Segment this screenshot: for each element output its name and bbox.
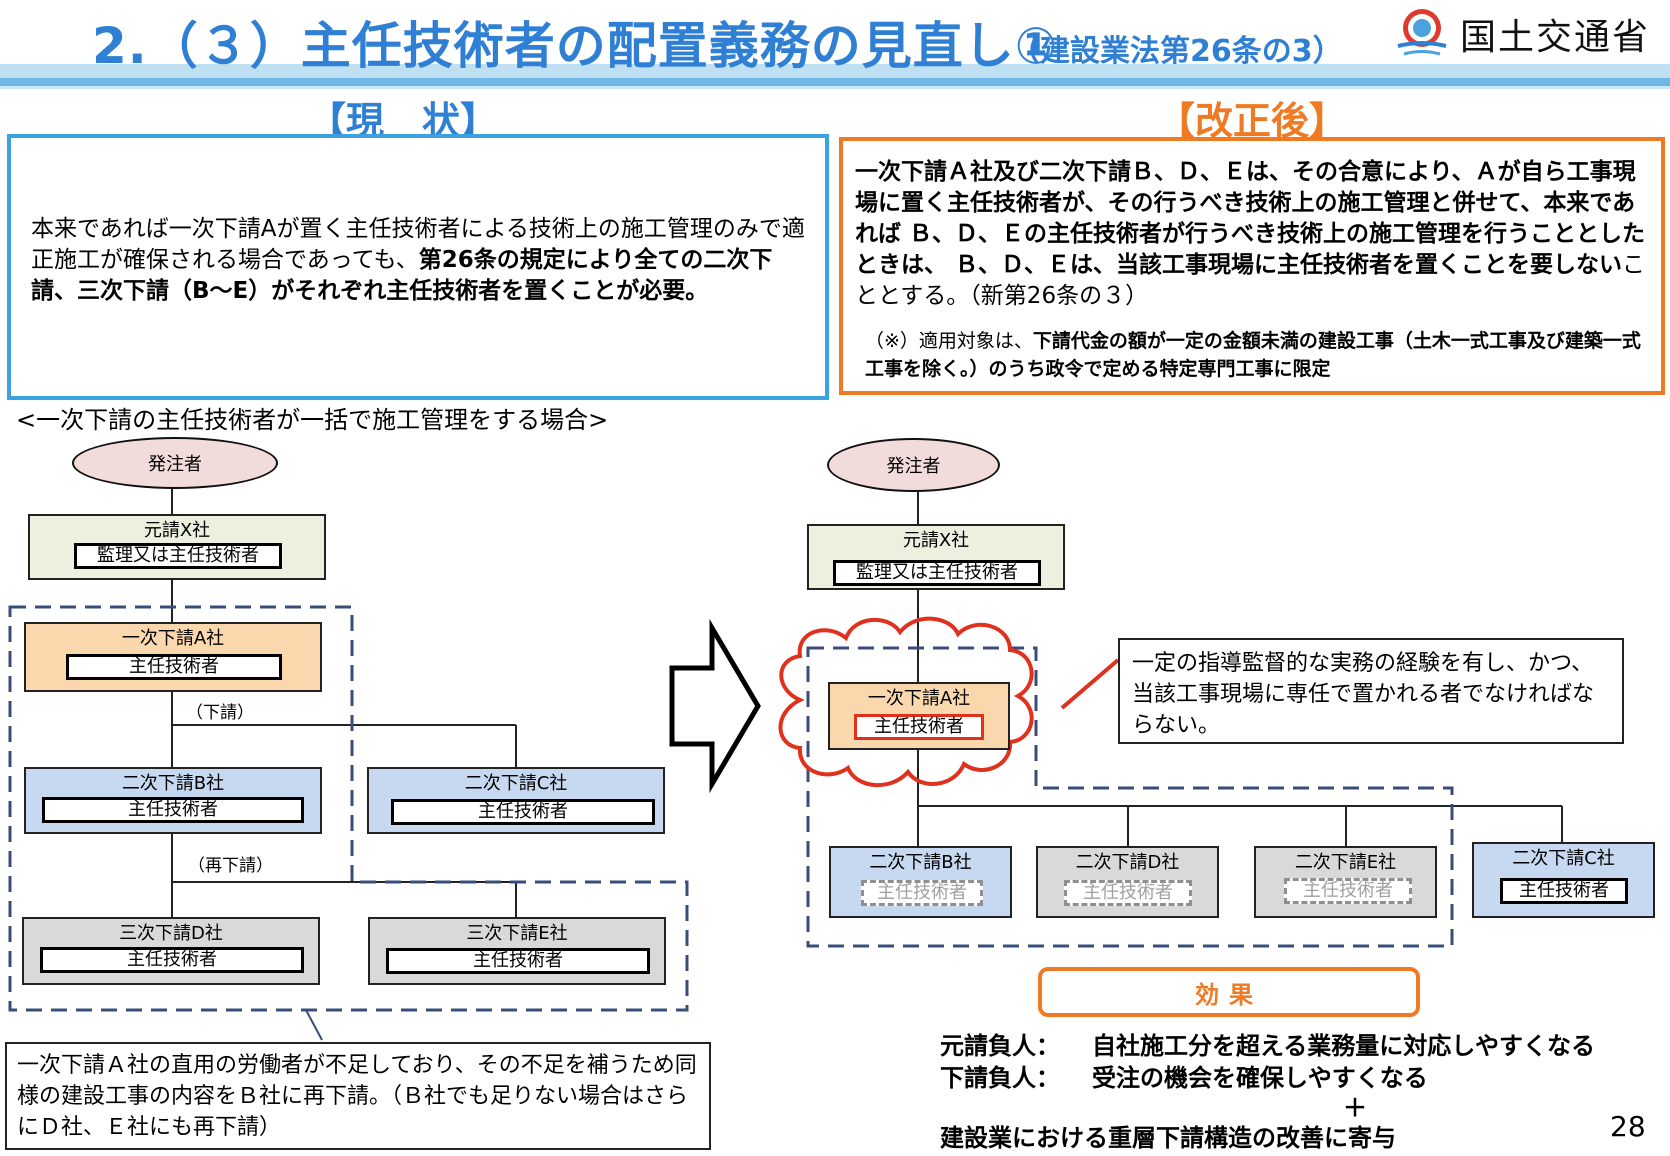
effect-heading: 効果 xyxy=(1038,967,1420,1017)
third-tier-e-label: 三次下請E社 xyxy=(466,923,568,944)
second-tier-b-role-box-exempt: 主任技術者 xyxy=(861,880,983,906)
second-tier-d-role-box-exempt: 主任技術者 xyxy=(1064,880,1192,906)
note-prefix: （※）適用対象は、 xyxy=(865,330,1033,352)
header-band-light xyxy=(0,64,1670,78)
page-title: 2.（３）主任技術者の配置義務の見直し① xyxy=(92,17,1059,75)
prime-contractor-label-after: 元請X社 xyxy=(902,530,970,551)
second-tier-b-node-after: 二次下請B社 主任技術者 xyxy=(829,846,1012,918)
dashed-region-after xyxy=(806,646,1454,948)
second-tier-c-label: 二次下請C社 xyxy=(464,773,568,794)
current-situation-panel: 本来であれば一次下請Aが置く主任技術者による技術上の施工管理のみで適正施工が確保… xyxy=(7,134,829,400)
first-tier-a-label: 一次下請A社 xyxy=(121,628,225,649)
prime-role-box-after: 監理又は主任技術者 xyxy=(833,560,1041,586)
effect-row3-text: 建設業における重層下請構造の改善に寄与 xyxy=(940,1124,1396,1152)
subcontract-reason-note: 一次下請Ａ社の直用の労働者が不足しており、その不足を補うため同様の建設工事の内容… xyxy=(5,1042,711,1150)
second-tier-b-label: 二次下請B社 xyxy=(121,773,225,794)
note-bold: 下請代金の額が一定の金額未満の建設工事（土木一式工事及び建築一式工事を除く。）の… xyxy=(865,330,1641,380)
after-text-normal: こととする。（新第26条の３） xyxy=(855,252,1646,309)
second-tier-e-node-after: 二次下請E社 主任技術者 xyxy=(1254,846,1437,918)
owner-node-current: 発注者 xyxy=(72,437,278,489)
owner-node-after: 発注者 xyxy=(827,438,1000,492)
first-tier-a-role-box: 主任技術者 xyxy=(66,654,282,680)
second-tier-d-node-after: 二次下請D社 主任技術者 xyxy=(1036,846,1219,918)
second-tier-b-node-current: 二次下請B社 主任技術者 xyxy=(24,767,322,834)
second-tier-e-label-after: 二次下請E社 xyxy=(1294,852,1397,873)
after-section-label: 【改正後】 xyxy=(1157,99,1348,143)
effect-row1-text: 自社施工分を超える業務量に対応しやすくなる xyxy=(1092,1032,1596,1060)
second-tier-c-role-box: 主任技術者 xyxy=(391,799,655,825)
second-tier-d-label-after: 二次下請D社 xyxy=(1075,852,1180,873)
cloud-callout-line xyxy=(1060,658,1120,710)
second-tier-c-node-after: 二次下請C社 主任技術者 xyxy=(1472,842,1655,918)
second-tier-e-role-box-exempt: 主任技術者 xyxy=(1284,878,1412,904)
applicability-note: （※）適用対象は、下請代金の額が一定の金額未満の建設工事（土木一式工事及び建築一… xyxy=(865,327,1655,383)
current-description: 本来であれば一次下請Aが置く主任技術者による技術上の施工管理のみで適正施工が確保… xyxy=(31,214,811,307)
callout-pointer-line xyxy=(305,1009,323,1041)
first-tier-a-node-current: 一次下請A社 主任技術者 xyxy=(24,622,322,692)
second-tier-b-label-after: 二次下請B社 xyxy=(869,852,972,873)
page-number: 28 xyxy=(1610,1110,1646,1143)
re-subcontract-label: （再下請） xyxy=(188,856,273,876)
highlight-cloud xyxy=(778,616,1034,787)
after-text-bold: 一次下請Ａ社及び二次下請Ｂ、Ｄ、Ｅは、その合意により、Ａが自ら工事現場に置く主任… xyxy=(855,159,1646,278)
header-band-pale xyxy=(0,86,1670,89)
qualification-condition-box: 一定の指導監督的な実務の経験を有し、かつ、当該工事現場に専任で置かれる者でなけれ… xyxy=(1118,638,1624,744)
prime-contractor-node-after: 元請X社 監理又は主任技術者 xyxy=(807,524,1065,590)
second-tier-c-role-box-after: 主任技術者 xyxy=(1500,878,1628,904)
current-text-normal: 本来であれば一次下請Aが置く主任技術者による技術上の施工管理のみで適正施工が確保… xyxy=(31,216,805,273)
ministry-logo-icon xyxy=(1397,9,1447,56)
page-title-law-reference: （建設業法第26条の3） xyxy=(1010,34,1343,69)
prime-role-box: 監理又は主任技術者 xyxy=(74,543,282,569)
effect-row1-label: 元請負人： xyxy=(940,1032,1060,1060)
after-revision-panel: 一次下請Ａ社及び二次下請Ｂ、Ｄ、Ｅは、その合意により、Ａが自ら工事現場に置く主任… xyxy=(839,137,1665,395)
second-tier-b-role-box: 主任技術者 xyxy=(42,797,304,823)
first-tier-a-role-box-after: 主任技術者 xyxy=(854,714,984,740)
subcontract-label: （下請） xyxy=(186,703,254,723)
third-tier-d-role-box: 主任技術者 xyxy=(40,947,304,973)
case-label: <一次下請の主任技術者が一括で施工管理をする場合> xyxy=(16,406,609,434)
ministry-name: 国土交通省 xyxy=(1460,17,1651,58)
effect-row2-label: 下請負人： xyxy=(940,1064,1060,1092)
third-tier-d-label: 三次下請D社 xyxy=(119,923,223,944)
third-tier-e-node-current: 三次下請E社 主任技術者 xyxy=(368,917,666,985)
effect-row2-text: 受注の機会を確保しやすくなる xyxy=(1092,1064,1428,1092)
third-tier-d-node-current: 三次下請D社 主任技術者 xyxy=(22,917,320,985)
second-tier-c-node-current: 二次下請C社 主任技術者 xyxy=(367,767,665,834)
current-text-bold: 第26条の規定により全ての二次下請、三次下請（B～E）がそれぞれ主任技術者を置く… xyxy=(31,247,773,304)
prime-contractor-node-current: 元請X社 監理又は主任技術者 xyxy=(28,514,326,580)
prime-contractor-label: 元請X社 xyxy=(143,520,211,541)
effect-plus: ＋ xyxy=(1343,1094,1367,1122)
third-tier-e-role-box: 主任技術者 xyxy=(386,948,650,974)
transition-arrow-icon xyxy=(669,618,761,794)
first-tier-a-label-after: 一次下請A社 xyxy=(867,688,971,709)
second-tier-c-label-after: 二次下請C社 xyxy=(1512,848,1615,869)
dashed-region-current xyxy=(8,605,689,1012)
header-band-mid xyxy=(0,78,1670,86)
after-description: 一次下請Ａ社及び二次下請Ｂ、Ｄ、Ｅは、その合意により、Ａが自ら工事現場に置く主任… xyxy=(855,157,1655,312)
first-tier-a-node-after: 一次下請A社 主任技術者 xyxy=(828,682,1010,750)
